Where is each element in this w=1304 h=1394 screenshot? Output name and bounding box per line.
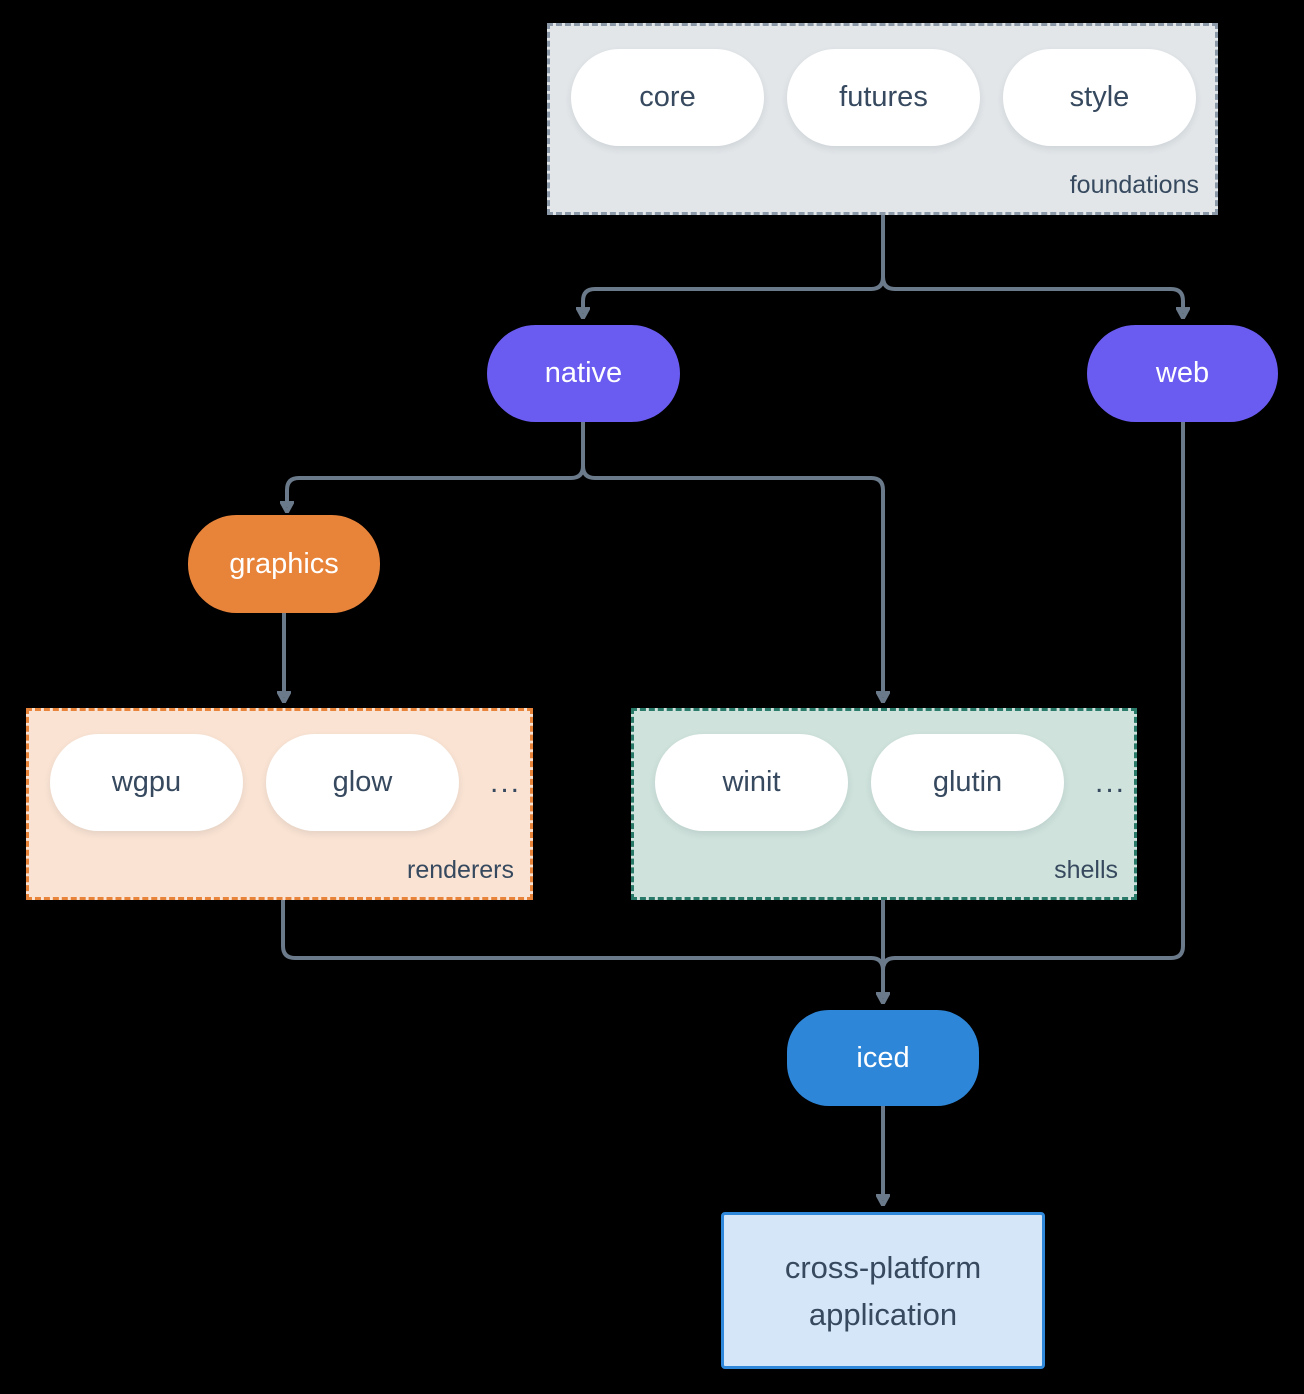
foundations-pill-row: core futures style	[550, 26, 1215, 146]
arrow-native-to-graphics	[287, 422, 585, 505]
shells-group: winit glutin ... shells	[631, 708, 1137, 900]
pill-style: style	[1003, 49, 1196, 146]
arrow-foundations-to-native	[583, 215, 885, 311]
application-box: cross-platform application	[721, 1212, 1045, 1369]
renderers-pill-row: wgpu glow ...	[29, 711, 530, 831]
renderers-group: wgpu glow ... renderers	[26, 708, 533, 900]
foundations-group: core futures style foundations	[547, 23, 1218, 215]
shells-label: shells	[1054, 856, 1118, 884]
renderers-ellipsis: ...	[490, 765, 522, 799]
node-iced: iced	[787, 1010, 979, 1106]
pill-core: core	[571, 49, 764, 146]
connector-renderers-to-merge	[281, 900, 885, 971]
node-native: native	[487, 325, 680, 422]
shells-ellipsis: ...	[1095, 765, 1127, 799]
pill-futures: futures	[787, 49, 980, 146]
pill-glow: glow	[266, 734, 459, 831]
arrow-native-to-shells	[581, 465, 883, 695]
renderers-label: renderers	[407, 856, 514, 884]
arrow-foundations-to-web	[881, 276, 1183, 311]
node-graphics: graphics	[188, 515, 380, 613]
foundations-label: foundations	[1069, 171, 1199, 199]
node-web: web	[1087, 325, 1278, 422]
pill-wgpu: wgpu	[50, 734, 243, 831]
shells-pill-row: winit glutin ...	[634, 711, 1134, 831]
application-label: cross-platform application	[784, 1249, 982, 1332]
pill-glutin: glutin	[871, 734, 1064, 831]
pill-winit: winit	[655, 734, 848, 831]
